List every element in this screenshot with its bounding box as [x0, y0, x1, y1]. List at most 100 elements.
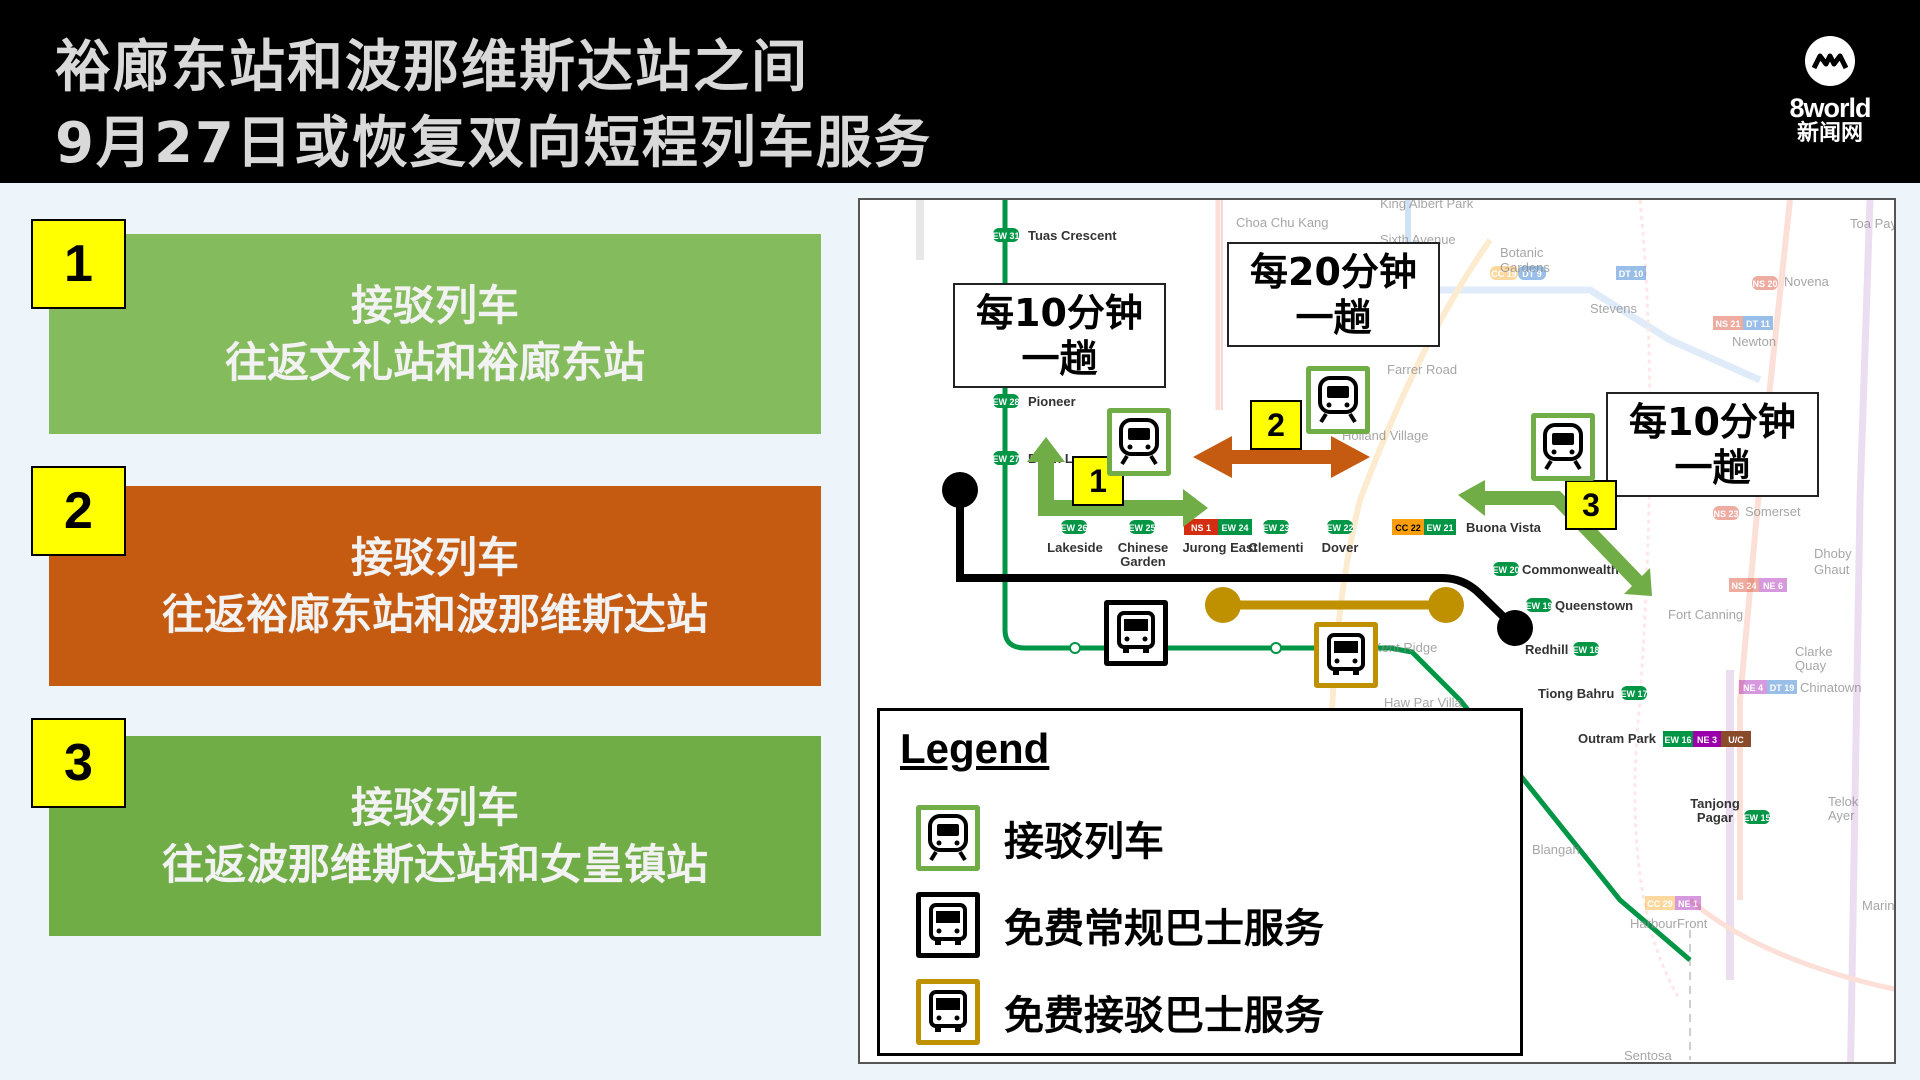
pill-ne3 [1693, 731, 1721, 747]
pill-ew26 [1061, 520, 1087, 534]
code-pills: EW 31 EW 28 EW 27 EW 26 EW 25 NS 1 EW 24… [992, 228, 1771, 824]
card-2-route: 往返裕廊东站和波那维斯达站 [161, 590, 708, 639]
card-2-title: 接驳列车 [350, 533, 519, 582]
callout-3-line1: 每10分钟 [1629, 399, 1796, 444]
headline-line-2: 9月27日或恢复双向短程列车服务 [55, 111, 932, 176]
pill-dt19 [1767, 680, 1797, 694]
station-lakeside [1069, 642, 1081, 654]
pill-ne1 [1675, 896, 1701, 910]
logo-mark-icon [1805, 36, 1855, 86]
code-cc29: CC 29 [1647, 899, 1673, 909]
logo-brand-cn-text: 新闻网 [1796, 121, 1863, 146]
label-outram-park: Outram Park [1578, 731, 1657, 746]
train-icon [1107, 408, 1171, 476]
card-1-route: 往返文礼站和裕廊东站 [224, 338, 645, 387]
label-dhoby-ghaut-1: Dhoby [1814, 546, 1852, 561]
code-dt11: DT 11 [1746, 319, 1770, 329]
station-labels: Tuas Crescent Pioneer Boon L Lakeside Ch… [1028, 228, 1740, 825]
pill-ew18 [1573, 642, 1599, 656]
callout-2-line1: 每20分钟 [1250, 249, 1417, 294]
bg-dt-line-2 [1395, 286, 1762, 384]
code-ew21: EW 21 [1426, 523, 1453, 533]
pill-dt10 [1616, 266, 1646, 280]
pill-uc [1721, 731, 1751, 747]
legend-label-shuttle-train: 接驳列车 [1004, 819, 1164, 865]
legend-label-shuttle-bus: 免费接驳巴士服务 [1004, 993, 1324, 1039]
code-ew25: EW 25 [1128, 523, 1155, 533]
label-telok-ayer-1: Telok [1828, 794, 1859, 809]
pill-ew28 [993, 394, 1019, 408]
shuttle-arrow-2 [1193, 436, 1370, 478]
train-icon [1531, 413, 1595, 481]
code-dt9: DT 9 [1522, 269, 1542, 279]
frequency-callout-2: 每20分钟 一趟 [1227, 242, 1440, 347]
label-king-albert-park: King Albert Park [1380, 200, 1474, 211]
shuttle-arrow-3 [1458, 480, 1652, 596]
label-buona-vista: Buona Vista [1466, 520, 1542, 535]
service-card-1: 接驳列车 往返文礼站和裕廊东站 [49, 234, 821, 434]
bus-icon [916, 979, 980, 1045]
code-ew27: EW 27 [992, 454, 1019, 464]
pill-ne6 [1759, 578, 1787, 592]
label-telok-ayer-2: Ayer [1828, 808, 1855, 823]
callout-2-line2: 一趟 [1295, 295, 1372, 340]
pill-ew17 [1621, 686, 1647, 700]
background-lines [916, 200, 1894, 1062]
code-ns20: NS 20 [1752, 279, 1777, 289]
label-tanjong-pagar-2: Pagar [1697, 810, 1733, 825]
code-ne1: NE 1 [1678, 899, 1698, 909]
code-dt10: DT 10 [1619, 269, 1644, 279]
pill-cc29 [1645, 896, 1675, 910]
code-dt19: DT 19 [1770, 683, 1795, 693]
shuttle-bus-start-dot [1205, 587, 1241, 623]
legend-item-shuttle-bus: 免费接驳巴士服务 [916, 979, 1324, 1045]
label-pioneer: Pioneer [1028, 394, 1076, 409]
service-card-2: 接驳列车 往返裕廊东站和波那维斯达站 [49, 486, 821, 686]
label-toa-payoh: Toa Payo [1850, 216, 1896, 231]
mrt-map-svg: EW 31 EW 28 EW 27 EW 26 EW 25 NS 1 EW 24… [916, 200, 1896, 1063]
8world-logo[interactable]: 8world 新闻网 [1780, 36, 1880, 146]
code-cc19: CC 19 [1491, 269, 1517, 279]
pill-cc22 [1392, 519, 1424, 535]
legend-title: Legend [900, 725, 1050, 772]
frequency-callout-3: 每10分钟 一趟 [1606, 392, 1819, 497]
label-dover: Dover [1322, 540, 1359, 555]
card-3-title: 接驳列车 [350, 783, 519, 832]
pill-ew31 [993, 228, 1019, 242]
bus-icon [1314, 622, 1378, 688]
header-banner: 裕廊东站和波那维斯达站之间 9月27日或恢复双向短程列车服务 8world 新闻… [0, 0, 1920, 183]
label-queenstown: Queenstown [1555, 598, 1633, 613]
legend-item-regular-bus: 免费常规巴士服务 [916, 892, 1324, 958]
label-marina: Marin [1862, 898, 1895, 913]
pill-ew21 [1424, 519, 1456, 535]
code-ew19: EW 19 [1525, 601, 1552, 611]
frequency-callout-1: 每10分钟 一趟 [953, 283, 1166, 388]
card-3-number-badge: 3 [31, 718, 126, 808]
bus-route-start-dot [942, 472, 978, 508]
pill-ew24 [1218, 519, 1252, 535]
card-1-number-badge: 1 [31, 219, 126, 309]
bus-route-end-dot [1497, 610, 1533, 646]
label-sentosa: Sentosa [1624, 1048, 1672, 1063]
label-haw-par-villa: Haw Par Villa [1384, 695, 1463, 710]
code-uc: U/C [1728, 735, 1744, 745]
pill-dt11 [1743, 316, 1773, 330]
pill-ew25 [1129, 520, 1155, 534]
logo-brand-text: 8world [1789, 93, 1871, 123]
label-chinese-garden-2: Garden [1120, 554, 1166, 569]
service-card-3: 接驳列车 往返波那维斯达站和女皇镇站 [49, 736, 821, 936]
label-choa-chu-kang: Choa Chu Kang [1236, 215, 1329, 230]
pill-ns21 [1713, 316, 1743, 330]
pill-ew22 [1327, 520, 1353, 534]
map-tag-3: 3 [1565, 480, 1617, 530]
bg-dash-line [1633, 200, 1682, 1001]
label-botanic-gardens-2: Gardens [1500, 260, 1550, 275]
label-dhoby-ghaut-2: Ghaut [1814, 562, 1850, 577]
pill-ns24 [1729, 578, 1759, 592]
label-lakeside: Lakeside [1047, 540, 1103, 555]
code-ew28: EW 28 [992, 397, 1019, 407]
code-ns23: NS 23 [1713, 509, 1738, 519]
label-clarke-quay-2: Quay [1795, 658, 1827, 673]
label-newton: Newton [1732, 334, 1776, 349]
label-jurong-east: Jurong East [1182, 540, 1258, 555]
